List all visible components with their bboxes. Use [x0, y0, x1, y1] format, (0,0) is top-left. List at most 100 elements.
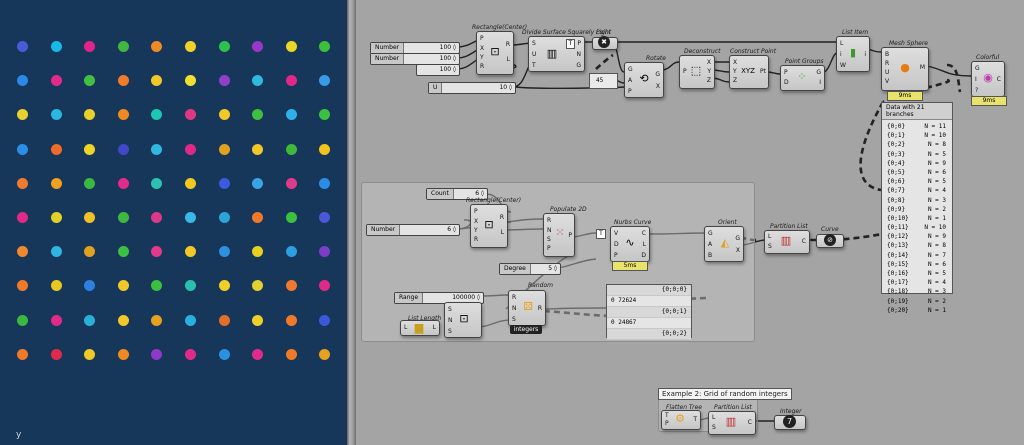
port[interactable]: P — [480, 35, 484, 42]
port[interactable]: S — [547, 236, 551, 243]
port[interactable]: Y — [733, 68, 737, 75]
number-slider-1[interactable]: Number 100 ◊ — [370, 42, 460, 54]
port[interactable]: N — [547, 227, 552, 234]
degree-slider[interactable]: Degree 5 ◊ — [499, 263, 561, 275]
construct-point-component[interactable]: X Y Z XYZ Pt — [729, 55, 769, 89]
port[interactable]: S — [448, 328, 452, 335]
small-rectangle-component[interactable]: S N S ⊡ — [444, 302, 482, 338]
pane-splitter[interactable] — [347, 0, 356, 445]
port[interactable]: G — [708, 230, 713, 237]
port[interactable]: D — [784, 79, 789, 86]
grasshopper-canvas[interactable]: Example 2: Grid of random integers Numbe… — [356, 0, 1024, 445]
port[interactable]: X — [474, 218, 479, 225]
port[interactable]: C — [747, 419, 752, 426]
port[interactable]: I — [975, 76, 977, 83]
port[interactable]: ? — [975, 87, 979, 94]
port[interactable]: B — [708, 252, 713, 259]
number-slider-3[interactable]: 100 ◊ — [416, 64, 460, 76]
port[interactable]: W — [840, 62, 846, 69]
port[interactable]: X — [733, 59, 738, 66]
port[interactable]: L — [840, 40, 844, 47]
port[interactable]: L — [500, 229, 504, 236]
port[interactable]: S — [768, 243, 772, 250]
port[interactable]: S — [512, 316, 516, 323]
integer-param[interactable]: 7 — [774, 415, 806, 430]
port[interactable]: G — [735, 235, 740, 242]
port[interactable]: P — [614, 252, 618, 259]
u-slider[interactable]: U 10 ◊ — [428, 82, 516, 94]
port[interactable]: G — [628, 66, 633, 73]
port[interactable]: A — [708, 241, 713, 248]
number-slider-2[interactable]: Number 100 ◊ — [370, 53, 460, 65]
port[interactable]: R — [480, 63, 485, 70]
port[interactable]: V — [885, 78, 890, 85]
port[interactable]: Z — [706, 77, 711, 84]
port[interactable]: N — [576, 51, 582, 58]
port[interactable]: P — [784, 69, 788, 76]
port[interactable]: C — [801, 238, 806, 245]
port[interactable]: Y — [480, 54, 484, 61]
port[interactable]: R — [512, 294, 517, 301]
range-slider[interactable]: Range 100000 ◊ — [394, 292, 484, 304]
colorful-component[interactable]: G I ? ◉ C — [971, 61, 1005, 97]
port[interactable]: P — [474, 208, 478, 215]
flatten-tree-component[interactable]: T P ⚙ T — [661, 410, 701, 430]
curve-param[interactable]: ⊘ — [816, 234, 844, 248]
angle-panel[interactable]: 45 — [589, 73, 618, 89]
port[interactable]: R — [499, 214, 504, 221]
port[interactable]: Y — [707, 68, 711, 75]
count-slider[interactable]: Count 6 ◊ — [426, 188, 488, 200]
port[interactable]: P — [683, 68, 687, 75]
port[interactable]: B — [885, 51, 890, 58]
nurbs-curve-component[interactable]: V D P ∿ C L D — [610, 226, 650, 262]
port[interactable]: Pt — [760, 68, 766, 75]
divide-surface-component[interactable]: S U T ▥ T P N G — [528, 36, 585, 72]
port[interactable]: U — [885, 69, 890, 76]
port[interactable]: S — [448, 306, 452, 313]
port[interactable]: L — [432, 324, 436, 331]
port[interactable]: N — [512, 305, 517, 312]
port[interactable]: V — [614, 230, 619, 237]
port[interactable]: P — [547, 245, 551, 252]
populate-2d-component[interactable]: R N S P ⁙ P — [543, 213, 575, 257]
port[interactable]: T — [665, 412, 669, 419]
port[interactable]: M — [919, 64, 925, 71]
port[interactable]: A — [628, 77, 633, 84]
port[interactable]: S — [712, 424, 716, 431]
number-slider-4[interactable]: Number 6 ◊ — [366, 224, 460, 236]
port[interactable]: X — [655, 83, 660, 90]
port[interactable]: R — [505, 41, 510, 48]
rectangle-center-component[interactable]: P X Y R ⊡ R L — [476, 31, 514, 75]
port[interactable]: X — [480, 45, 485, 52]
port[interactable]: L — [712, 414, 716, 421]
port[interactable]: P — [665, 420, 669, 427]
port[interactable]: U — [532, 51, 537, 58]
port[interactable]: L — [642, 241, 646, 248]
random-output-panel[interactable]: {0;0;0}0 72624{0;0;1}0 24867{0;0;2} — [606, 284, 692, 340]
port[interactable]: D — [641, 252, 646, 259]
port[interactable]: N — [448, 317, 453, 324]
port[interactable]: L — [404, 324, 408, 331]
data-branches-panel[interactable]: Data with 21 branches {0;0}N = 11{0;1}N … — [881, 102, 953, 314]
rotate-component[interactable]: G A P ⟲ G X — [624, 62, 664, 98]
port[interactable]: C — [641, 230, 646, 237]
random-component[interactable]: R N S ⚄ R — [508, 290, 546, 326]
rectangle-center-component-2[interactable]: P X Y R ⊡ R L — [470, 204, 508, 248]
port[interactable]: C — [996, 76, 1001, 83]
port[interactable]: G — [975, 65, 980, 72]
port[interactable]: R — [547, 217, 552, 224]
partition-list-component-2[interactable]: L S ▥ C — [708, 411, 756, 435]
port[interactable]: R — [474, 236, 479, 243]
port[interactable]: X — [706, 59, 711, 66]
port[interactable]: P — [628, 88, 632, 95]
orient-component[interactable]: G A B ◭ G X — [704, 226, 744, 262]
port[interactable]: I — [819, 79, 821, 86]
port[interactable]: i — [840, 51, 842, 58]
port[interactable]: i — [864, 51, 866, 58]
port[interactable]: G — [576, 62, 581, 69]
port[interactable]: T — [532, 62, 536, 69]
partition-list-component[interactable]: L S ▥ C — [764, 230, 810, 254]
list-length-component[interactable]: L ▆ L — [400, 320, 440, 336]
list-item-component[interactable]: L i W ▮ i — [836, 36, 870, 72]
mesh-sphere-component[interactable]: B R U V ● M — [881, 47, 929, 91]
